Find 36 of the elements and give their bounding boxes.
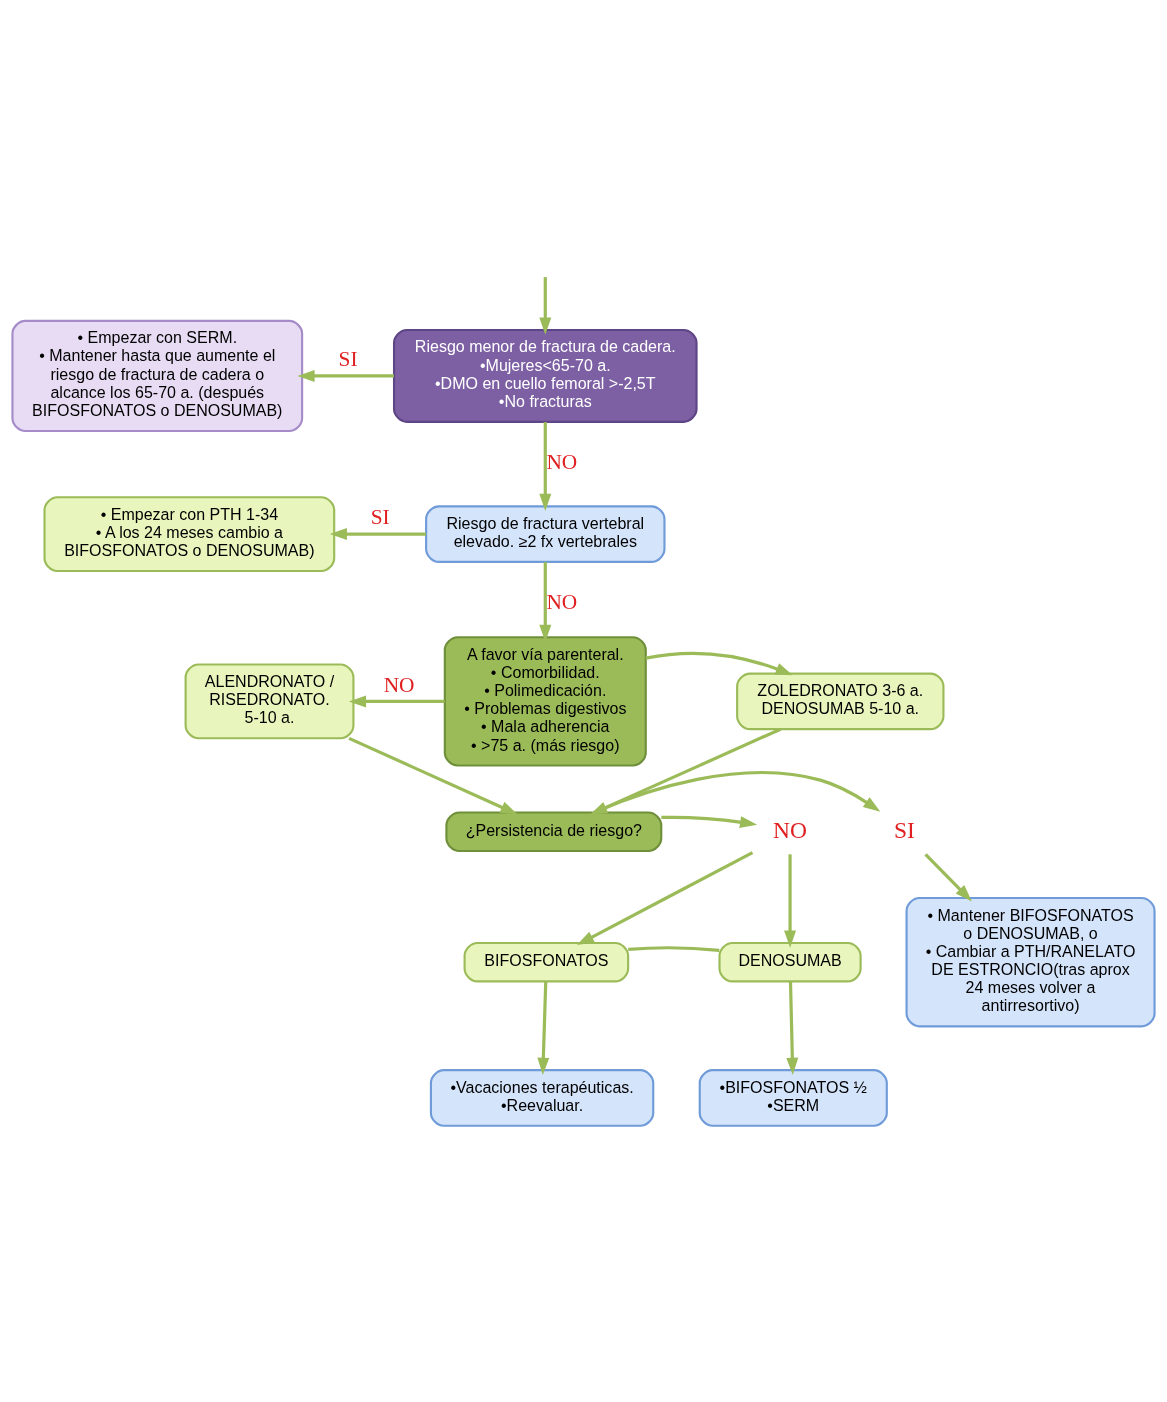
arrow <box>539 422 552 511</box>
edge-label: SI <box>338 347 358 372</box>
edge-label: NO <box>546 590 578 615</box>
arrow <box>645 651 793 676</box>
arrow <box>924 853 972 902</box>
edge-label: NO <box>383 672 415 697</box>
arrow <box>661 815 758 829</box>
arrow <box>348 736 518 815</box>
node-box: A favor vía parenteral. • Comorbilidad. • Polimedicación. • Problemas digestivos • Mala adherencia • >75 a. (más riesgo) <box>443 636 647 767</box>
node-box: ZOLEDRONATO 3-6 a. DENOSUMAB 5-10 a. <box>736 672 945 731</box>
connector <box>628 946 720 952</box>
arrow <box>539 562 552 642</box>
edge-label: NO <box>546 450 578 475</box>
node-text: SI <box>893 816 915 843</box>
arrow <box>784 854 797 948</box>
arrow <box>786 981 799 1075</box>
arrow <box>537 981 550 1075</box>
arrow <box>593 770 881 814</box>
arrow <box>348 695 445 708</box>
node-box: Riesgo de fractura vertebral elevado. ≥2 fx vertebrales <box>425 505 666 563</box>
node-text: NO <box>773 816 808 843</box>
node-box: DENOSUMAB <box>718 941 862 983</box>
node-box: •Vacaciones terapéuticas. •Reevaluar. <box>429 1069 655 1127</box>
node-box: •BIFOSFONATOS ½ •SERM <box>698 1069 888 1127</box>
node-box: • Empezar con PTH 1-34 • A los 24 meses cambio a BIFOSFONATOS o DENOSUMAB) <box>43 496 336 573</box>
arrow <box>539 277 552 335</box>
edge-label: SI <box>370 505 390 530</box>
node-box: ¿Persistencia de riesgo? <box>445 811 663 853</box>
arrow <box>297 369 394 382</box>
node-box: BIFOSFONATOS <box>463 941 630 983</box>
node-box: • Empezar con SERM. • Mantener hasta que aumente el riesgo de fractura de cadera o alcance los 65-70 a. (después BIFOSFONATOS o DENOSUMAB) <box>11 319 304 433</box>
arrow <box>329 528 426 541</box>
node-box: • Mantener BIFOSFONATOS o DENOSUMAB, o • Cambiar a PTH/RANELATO DE ESTRONCIO(tras aprox 24 meses volver a antirresortivo) <box>905 897 1156 1028</box>
arrow <box>576 851 754 946</box>
node-box: Riesgo menor de fractura de cadera. •Mujeres<65-70 a. •DMO en cuello femoral >-2,5T •No fracturas <box>392 328 698 423</box>
node-box: ALENDRONATO / RISEDRONATO. 5-10 a. <box>184 663 355 740</box>
